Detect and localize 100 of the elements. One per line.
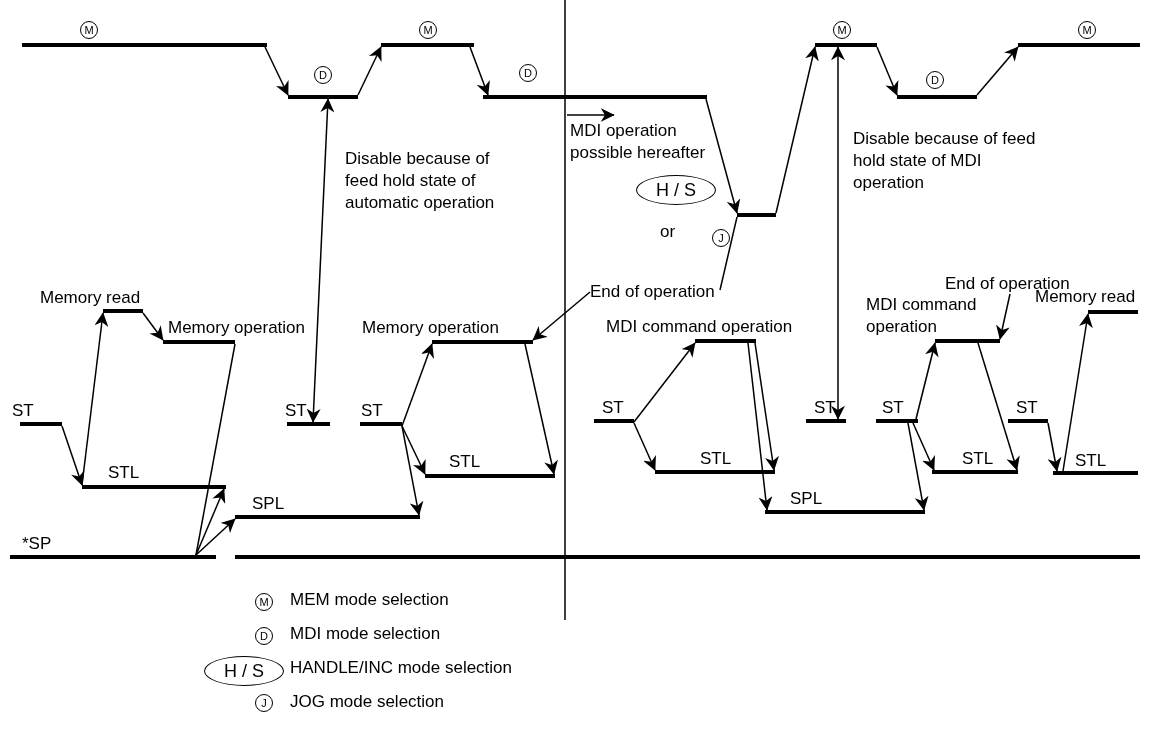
arrow bbox=[142, 312, 164, 341]
arrow bbox=[907, 422, 929, 511]
arrow bbox=[976, 46, 1019, 96]
signal-level-bar bbox=[20, 422, 62, 426]
signal-level-bar bbox=[288, 95, 358, 99]
signal-label: STL bbox=[1075, 451, 1107, 471]
mode-symbol: M bbox=[833, 21, 851, 39]
signal-label: SPL bbox=[252, 494, 285, 514]
signal-label: ST bbox=[814, 398, 836, 418]
signal-level-bar bbox=[932, 470, 1018, 474]
arrow bbox=[81, 312, 109, 486]
signal-label: ST bbox=[285, 401, 307, 421]
signal-level-bar bbox=[806, 419, 846, 423]
arrow bbox=[532, 291, 591, 341]
signal-label: ST bbox=[882, 398, 904, 418]
arrow bbox=[996, 293, 1011, 340]
arrow bbox=[747, 342, 773, 511]
signal-level-bar bbox=[287, 422, 330, 426]
signal-level-bar bbox=[235, 555, 1140, 559]
signal-level-bar bbox=[1053, 471, 1138, 475]
signal-level-bar bbox=[815, 43, 877, 47]
signal-level-bar bbox=[897, 95, 977, 99]
signal-level-bar bbox=[1008, 419, 1048, 423]
signal-level-bar bbox=[737, 213, 776, 217]
signal-label: MDI command operation bbox=[606, 317, 793, 337]
signal-label: ST bbox=[361, 401, 383, 421]
signal-label: ST bbox=[602, 398, 624, 418]
arrow bbox=[401, 425, 426, 475]
signal-level-bar bbox=[381, 43, 474, 47]
arrow bbox=[401, 343, 434, 427]
mode-symbol: M bbox=[80, 21, 98, 39]
signal-label: MDI command operation bbox=[866, 294, 978, 338]
signal-level-bar bbox=[594, 419, 634, 423]
signal-level-bar bbox=[935, 339, 1000, 343]
signal-label: ST bbox=[1016, 398, 1038, 418]
arrow bbox=[915, 342, 939, 420]
arrow bbox=[633, 342, 696, 423]
signal-level-bar bbox=[655, 470, 775, 474]
signal-level-bar bbox=[432, 340, 533, 344]
legend-symbol: H / S bbox=[204, 656, 284, 686]
arrow bbox=[264, 46, 289, 96]
arrow bbox=[401, 425, 424, 516]
mode-symbol: M bbox=[1078, 21, 1096, 39]
annotation-text: End of operation bbox=[590, 282, 720, 302]
signal-label: ST bbox=[12, 401, 34, 421]
signal-label: Memory operation bbox=[168, 318, 305, 338]
note-text: MDI operation possible hereafter bbox=[570, 120, 707, 164]
arrow bbox=[633, 422, 656, 471]
signal-level-bar bbox=[1088, 310, 1138, 314]
signal-label: Memory read bbox=[40, 288, 141, 308]
arrow bbox=[977, 342, 1020, 471]
arrow bbox=[1062, 313, 1093, 472]
arrow bbox=[195, 488, 226, 556]
arrow bbox=[1047, 422, 1062, 472]
signal-level-bar bbox=[695, 339, 756, 343]
signal-level-bar bbox=[235, 515, 420, 519]
signal-level-bar bbox=[765, 510, 925, 514]
double-arrow bbox=[306, 98, 335, 423]
signal-label: or bbox=[660, 222, 676, 242]
double-arrow bbox=[831, 46, 845, 420]
signal-level-bar bbox=[10, 555, 216, 559]
arrow bbox=[705, 98, 741, 214]
mode-symbol: D bbox=[314, 66, 332, 84]
arrow bbox=[357, 46, 382, 96]
legend-label: MDI mode selection bbox=[290, 624, 441, 644]
arrow bbox=[912, 422, 935, 471]
arrow bbox=[469, 46, 490, 96]
mode-symbol: D bbox=[926, 71, 944, 89]
mode-symbol: M bbox=[419, 21, 437, 39]
arrow bbox=[876, 46, 899, 96]
signal-level-bar bbox=[1018, 43, 1140, 47]
signal-level-bar bbox=[22, 43, 267, 47]
legend-symbol: M bbox=[255, 593, 273, 611]
signal-level-bar bbox=[425, 474, 555, 478]
signal-level-bar bbox=[360, 422, 402, 426]
signal-level-bar bbox=[876, 419, 918, 423]
signal-label: STL bbox=[700, 449, 732, 469]
signal-level-bar bbox=[103, 309, 143, 313]
mode-symbol: D bbox=[519, 64, 537, 82]
mode-symbol: J bbox=[712, 229, 730, 247]
legend-label: HANDLE/INC mode selection bbox=[290, 658, 513, 678]
signal-label: STL bbox=[108, 463, 140, 483]
legend-label: MEM mode selection bbox=[290, 590, 449, 610]
signal-level-bar bbox=[82, 485, 226, 489]
arrow bbox=[195, 518, 236, 556]
legend-symbol: J bbox=[255, 694, 273, 712]
signal-label: STL bbox=[449, 452, 481, 472]
signal-label: *SP bbox=[22, 534, 52, 554]
signal-label: SPL bbox=[790, 489, 823, 509]
signal-level-bar bbox=[483, 95, 707, 99]
legend-symbol: D bbox=[255, 627, 273, 645]
arrow bbox=[754, 342, 779, 471]
legend-label: JOG mode selection bbox=[290, 692, 444, 712]
signal-label: STL bbox=[962, 449, 994, 469]
signal-level-bar bbox=[163, 340, 235, 344]
arrow bbox=[775, 46, 819, 214]
arrow bbox=[524, 343, 558, 475]
connector-line bbox=[719, 216, 738, 291]
signal-label: Memory operation bbox=[362, 318, 499, 338]
arrow bbox=[61, 425, 85, 486]
